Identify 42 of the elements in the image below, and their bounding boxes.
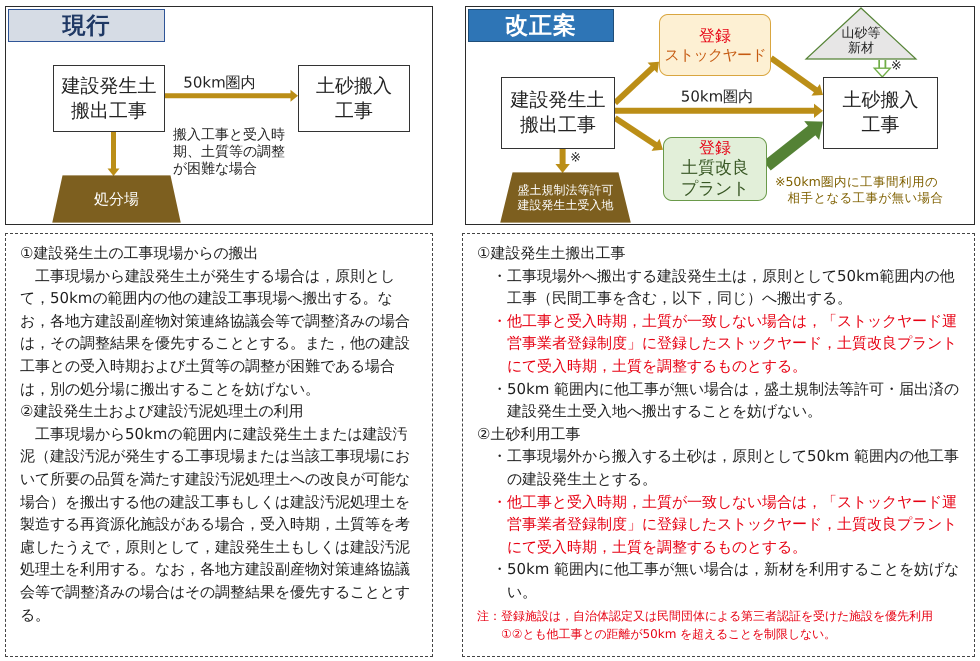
site-trapezoid: 盛土規制法等許可建設発生土受入地 (501, 173, 630, 222)
note-text: 注：登録施設は，自治体認定又は民間団体による第三者認証を受けた施設を優先利用 (477, 608, 934, 624)
facility-rounded-box: 登録 土質改良プラント (663, 137, 767, 201)
bullet-item: ・他工事と受入時期，土質が一致しない場合は，「ストックヤード運営事業者登録制度」に登録したストックヤード，土質改良プラントにて受入時期，土質を調整するものとする。 (491, 310, 958, 377)
bullet-item: ・50km 範囲内に他工事が無い場合は，盛土規制法等許可・届出済の建設発生土受入地へ搬出することを妨げない。 (491, 378, 960, 422)
section-heading: ①建設発生土搬出工事 (477, 243, 626, 264)
panel-frame (465, 6, 975, 225)
arrow (108, 132, 120, 176)
footnote-text: ※50km圏内に工事間利用の相手となる工事が無い場合 (775, 174, 944, 206)
edge-label: 50km圏内 (680, 88, 754, 106)
text-panel (5, 233, 433, 657)
condition-note: 搬入工事と受入時期、土質等の調整が困難な場合 (173, 127, 286, 178)
process-box: 建設発生土搬出工事 (501, 77, 615, 149)
panel-title-tag: 現行 (8, 9, 165, 42)
text-panel (462, 233, 975, 657)
panel-title-tag: 改正案 (468, 9, 614, 42)
section-heading: ②建設発生土および建設汚泥処理土の利用 (20, 401, 304, 422)
section-heading: ②土砂利用工事 (477, 424, 582, 445)
arrow (165, 90, 298, 102)
process-box: 土砂搬入工事 (298, 65, 410, 132)
panel-frame (5, 6, 433, 225)
bullet-item: ・工事現場外へ搬出する建設発生土は，原則として50km範囲内の他工事（民間工事を含む，以下，同じ）へ搬出する。 (491, 266, 956, 310)
paragraph: 工事現場から50kmの範囲内に建設発生土または建設汚泥（建設汚泥が発生する工事現場または当該工事現場において所要の品質を満たす建設汚泥処理土への改良が可能な場合）を搬出する他の建設工事もしくは建設汚泥処理土を製造する再資源化施設がある場合，受入時期，土質等を考慮したうえで，原則として，建設発生土もしくは建設汚泥処理土を利用する。なお，各地方建設副産物対策連絡協議会等で調整済みの場合はその調整結果を優先することとする。 (20, 424, 411, 626)
bullet-item: ・他工事と受入時期，土質が一致しない場合は，「ストックヤード運営事業者登録制度」に登録したストックヤード，土質改良プラントにて受入時期，土質を調整するものとする。 (491, 492, 958, 558)
facility-rounded-box: 登録 ストックヤード (659, 14, 771, 76)
bullet-item: ・工事現場外から搬入する土砂は，原則として50km 範囲内の他工事の建設発生土とする。 (491, 446, 960, 490)
bullet-item: ・50km 範囲内に他工事が無い場合は，新材を利用することを妨げない。 (491, 559, 960, 603)
arrow (769, 56, 823, 96)
arrow (613, 116, 663, 151)
process-box: 土砂搬入工事 (823, 77, 938, 149)
hollow-arrow (874, 60, 891, 78)
section-heading: ①建設発生土の工事現場からの搬出 (20, 243, 260, 264)
note-text: ①②とも他工事との距離が50km を超えることを制限しない。 (500, 626, 838, 642)
material-triangle: 山砂等新材 (805, 7, 917, 60)
paragraph: 工事現場から建設発生土が発生する場合は，原則として，50kmの範囲内の他の建設工事現場へ搬出する。なお，各地方建設副産物対策連絡協議会等で調整済みの場合は，その調整結果を優先することとする。また，他の建設工事との受入時期および土質等の調整が困難である場合は，別の処分場に搬出することを妨げない。 (20, 266, 411, 400)
site-trapezoid: 処分場 (53, 176, 180, 222)
arrow (615, 104, 823, 118)
edge-label: 50km圏内 (183, 74, 256, 92)
edge-label: ※ (890, 59, 902, 74)
arrow (555, 149, 570, 173)
process-box: 建設発生土搬出工事 (53, 65, 165, 132)
edge-label: ※ (570, 152, 582, 166)
